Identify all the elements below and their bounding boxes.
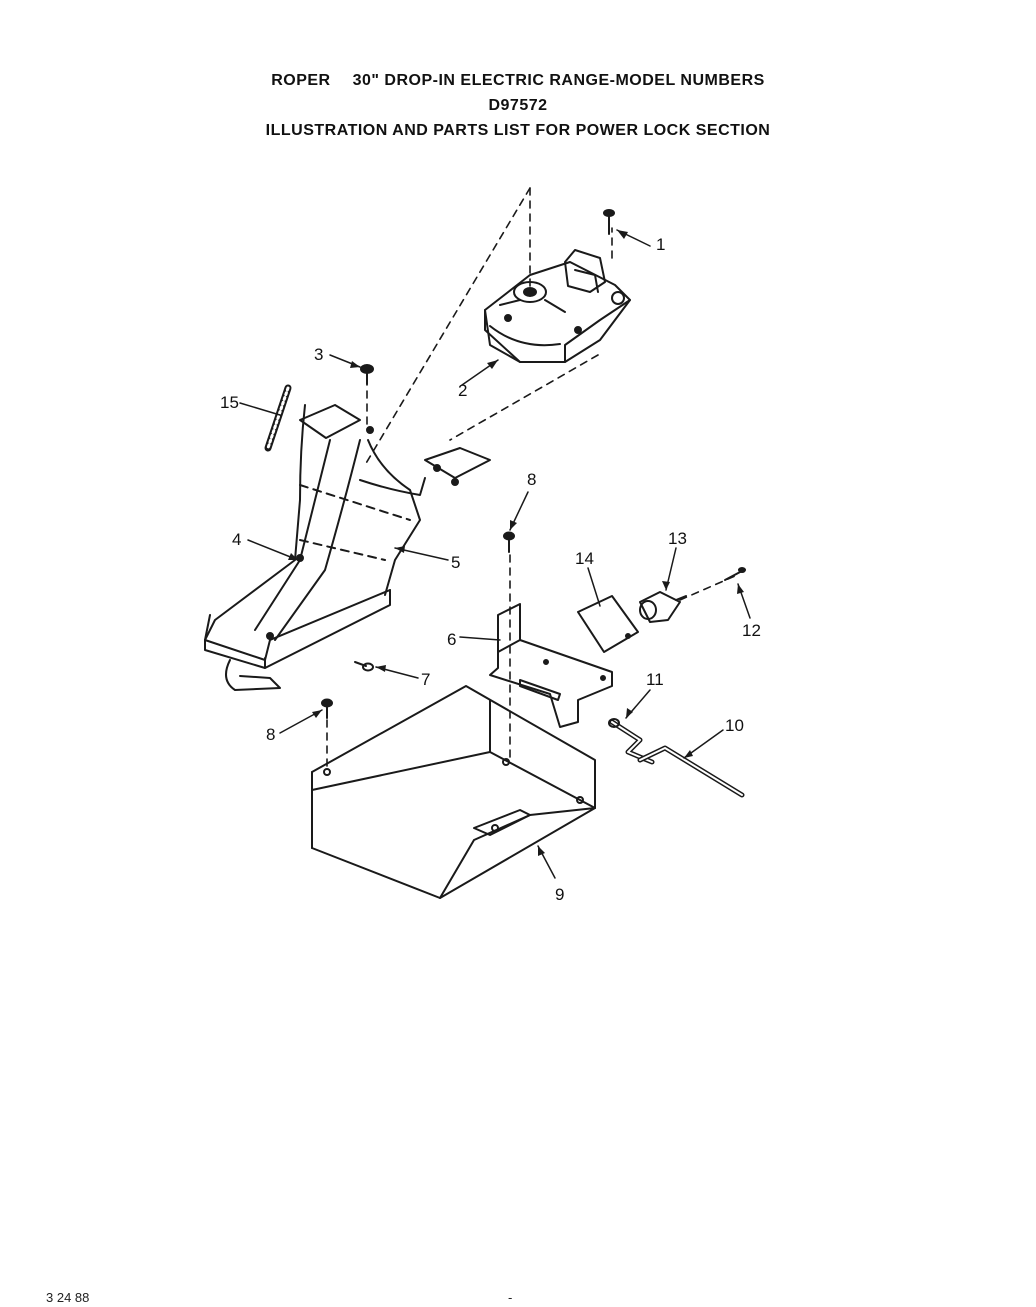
callout-11: 11	[646, 670, 664, 689]
model-number: D97572	[488, 97, 548, 114]
callout-10: 10	[725, 716, 744, 735]
arrowheads	[288, 230, 744, 856]
part-motor-assembly	[484, 249, 631, 363]
part-screw-8-upper	[503, 531, 515, 553]
part-spring	[264, 384, 292, 452]
callout-8-lower: 8	[266, 725, 275, 744]
part-lock-bracket	[204, 404, 491, 691]
part-screw-12	[724, 567, 746, 581]
part-lower-tray	[311, 685, 596, 899]
part-screw-1	[603, 209, 615, 235]
callout-2: 2	[458, 381, 467, 400]
range-title: 30" DROP-IN ELECTRIC RANGE-MODEL NUMBERS	[352, 72, 765, 89]
callout-6: 6	[447, 630, 456, 649]
part-cover-plate	[577, 595, 639, 653]
footer-page-mark: -	[508, 1290, 513, 1305]
part-switch	[639, 591, 687, 623]
footer-date: 3 24 88	[46, 1290, 90, 1305]
callout-4: 4	[232, 530, 241, 549]
callout-1: 1	[656, 235, 665, 254]
callout-12: 12	[742, 621, 761, 640]
leader-arrows	[239, 229, 751, 879]
callout-labels: 1 2 3 4 5 6 7 8 8 9 10 11 12 13 14 15	[220, 235, 761, 904]
callout-9: 9	[555, 885, 564, 904]
part-screw-7	[354, 661, 374, 672]
brand-name: ROPER	[271, 72, 331, 89]
callout-15: 15	[220, 393, 239, 412]
part-mounting-plate	[489, 603, 613, 728]
part-screw-3	[360, 364, 374, 385]
callout-13: 13	[668, 529, 687, 548]
callout-3: 3	[314, 345, 323, 364]
alignment-lines	[326, 187, 736, 773]
part-link-rods	[608, 718, 745, 798]
part-screw-8-lower	[321, 698, 333, 719]
header-title-line: ROPER 30" DROP-IN ELECTRIC RANGE-MODEL NU…	[0, 72, 1036, 90]
callout-7: 7	[421, 670, 430, 689]
callout-14: 14	[575, 549, 594, 568]
callout-8-upper: 8	[527, 470, 536, 489]
callout-5: 5	[451, 553, 460, 572]
section-subtitle: ILLUSTRATION AND PARTS LIST FOR POWER LO…	[265, 122, 771, 139]
